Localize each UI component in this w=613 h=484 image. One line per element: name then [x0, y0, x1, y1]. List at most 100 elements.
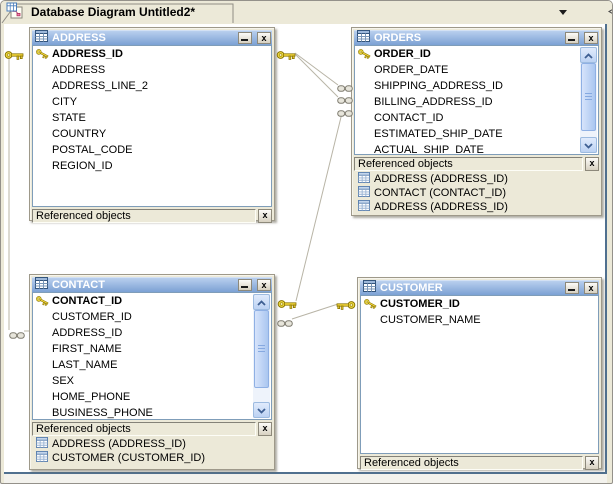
chain-endpoint-orders-billing[interactable]	[337, 92, 353, 110]
close-icon[interactable]: x	[258, 209, 272, 223]
close-icon[interactable]: x	[258, 422, 272, 436]
chain-endpoint-contact-customer[interactable]	[277, 315, 293, 333]
scrollbar-down-button[interactable]	[580, 137, 597, 153]
chevron-up-icon	[584, 53, 593, 59]
vertical-scrollbar[interactable]	[580, 47, 597, 153]
chain-endpoint-contact-address[interactable]	[9, 327, 25, 345]
column-row[interactable]: ORDER_ID	[355, 46, 598, 62]
close-button[interactable]: x	[584, 32, 598, 44]
column-row[interactable]: BUSINESS_PHONE	[33, 405, 271, 419]
referenced-object-row[interactable]: ADDRESS (ADDRESS_ID)	[354, 200, 599, 213]
relationship-chain-icon	[337, 97, 353, 104]
key-endpoint-address-left[interactable]	[4, 48, 24, 66]
referenced-table-icon	[358, 172, 370, 183]
scrollbar-down-button[interactable]	[253, 402, 270, 418]
column-name: HOME_PHONE	[52, 391, 131, 403]
minimize-button[interactable]	[565, 32, 579, 44]
column-row[interactable]: REGION_ID	[33, 158, 271, 174]
scrollbar-up-button[interactable]	[580, 47, 597, 63]
referenced-object-row[interactable]: CUSTOMER (CUSTOMER_ID)	[32, 451, 272, 465]
close-icon[interactable]: x	[585, 157, 599, 171]
vertical-scrollbar[interactable]	[253, 294, 270, 418]
key-endpoint-customer-left[interactable]	[336, 298, 356, 316]
column-row[interactable]: SEX	[33, 373, 271, 389]
key-endpoint-address-right[interactable]	[276, 48, 296, 66]
titlebar-customer[interactable]: CUSTOMER x	[360, 280, 599, 295]
titlebar-contact[interactable]: CONTACT x	[32, 277, 272, 292]
column-row[interactable]: BILLING_ADDRESS_ID	[355, 94, 598, 110]
minimize-button[interactable]	[238, 279, 252, 291]
column-name: ADDRESS_ID	[52, 327, 123, 339]
column-name: SEX	[52, 375, 75, 387]
column-name: LAST_NAME	[52, 359, 118, 371]
column-row[interactable]: ADDRESS	[33, 62, 271, 78]
column-name: ORDER_ID	[374, 48, 431, 60]
chain-endpoint-orders-shipping[interactable]	[337, 80, 353, 98]
column-row[interactable]: LAST_NAME	[33, 357, 271, 373]
column-row[interactable]: COUNTRY	[33, 126, 271, 142]
column-row[interactable]: POSTAL_CODE	[33, 142, 271, 158]
scrollbar-thumb[interactable]	[581, 63, 596, 131]
column-row[interactable]: CONTACT_ID	[33, 293, 271, 309]
column-row[interactable]: ORDER_DATE	[355, 62, 598, 78]
column-row[interactable]: CONTACT_ID	[355, 110, 598, 126]
column-row[interactable]: CITY	[33, 94, 271, 110]
close-button[interactable]: x	[257, 279, 271, 291]
relationship-chain-icon	[9, 332, 25, 339]
column-name: CONTACT_ID	[52, 295, 123, 307]
column-row[interactable]: ADDRESS_LINE_2	[33, 78, 271, 94]
titlebar-orders[interactable]: ORDERS x	[354, 30, 599, 45]
minimize-button[interactable]	[238, 32, 252, 44]
column-list: ADDRESS_ID ADDRESS ADDRESS_LINE_2	[32, 45, 272, 207]
column-row[interactable]: FIRST_NAME	[33, 341, 271, 357]
referenced-object-name: ADDRESS (ADDRESS_ID)	[52, 438, 186, 450]
primary-key-icon	[364, 299, 377, 309]
referenced-table-icon	[358, 200, 370, 211]
referenced-object-row[interactable]: ADDRESS (ADDRESS_ID)	[32, 437, 272, 451]
relationship-key-icon	[4, 51, 24, 60]
close-button[interactable]: x	[257, 32, 271, 44]
column-name: POSTAL_CODE	[52, 144, 133, 156]
referenced-objects-bar: Referenced objects x	[360, 456, 599, 470]
chain-endpoint-orders-contact[interactable]	[337, 105, 353, 123]
column-list: ORDER_ID ORDER_DATE SHIPPING_ADDRESS_ID	[354, 45, 599, 155]
primary-key-icon	[36, 296, 49, 306]
tab-database-diagram[interactable]: Database Diagram Untitled2*	[31, 5, 196, 19]
referenced-object-name: CONTACT (CONTACT_ID)	[374, 187, 506, 199]
column-list: CUSTOMER_ID CUSTOMER_NAME	[360, 295, 599, 454]
titlebar-address[interactable]: ADDRESS x	[32, 30, 272, 45]
column-row[interactable]: ADDRESS_ID	[33, 325, 271, 341]
referenced-objects-label: Referenced objects	[32, 209, 256, 223]
column-row[interactable]: HOME_PHONE	[33, 389, 271, 405]
window-title: CONTACT	[52, 278, 105, 291]
table-window-orders: ORDERS x ORDER_ID	[351, 27, 602, 216]
relationship-chain-icon	[337, 85, 353, 92]
table-window-contact: CONTACT x CONTACT_ID	[29, 274, 275, 470]
referenced-objects-bar: Referenced objects x	[32, 422, 272, 436]
minimize-button[interactable]	[565, 282, 579, 294]
referenced-object-row[interactable]: ADDRESS (ADDRESS_ID)	[354, 172, 599, 186]
column-row[interactable]: STATE	[33, 110, 271, 126]
column-name: ESTIMATED_SHIP_DATE	[374, 128, 503, 140]
column-name: CONTACT_ID	[374, 112, 444, 124]
column-name: ADDRESS_ID	[52, 48, 123, 60]
column-row[interactable]: SHIPPING_ADDRESS_ID	[355, 78, 598, 94]
column-row[interactable]: CUSTOMER_NAME	[361, 312, 598, 328]
column-row[interactable]: ACTUAL_SHIP_DATE	[355, 142, 598, 154]
column-row[interactable]: CUSTOMER_ID	[33, 309, 271, 325]
close-icon[interactable]: x	[585, 456, 599, 470]
referenced-object-row[interactable]: CONTACT (CONTACT_ID)	[354, 186, 599, 200]
close-button[interactable]: x	[584, 282, 598, 294]
key-endpoint-contact-right[interactable]	[277, 297, 297, 315]
column-row[interactable]: ADDRESS_ID	[33, 46, 271, 62]
column-name: BUSINESS_PHONE	[52, 407, 153, 419]
scrollbar-thumb[interactable]	[254, 310, 269, 388]
minimize-icon	[241, 39, 248, 41]
window-title: CUSTOMER	[380, 281, 443, 294]
column-row[interactable]: ESTIMATED_SHIP_DATE	[355, 126, 598, 142]
scroll-tabs-left-icon[interactable]	[607, 5, 613, 18]
column-name: REGION_ID	[52, 160, 113, 172]
tab-list-dropdown-icon[interactable]	[559, 10, 567, 15]
scrollbar-up-button[interactable]	[253, 294, 270, 310]
column-row[interactable]: CUSTOMER_ID	[361, 296, 598, 312]
